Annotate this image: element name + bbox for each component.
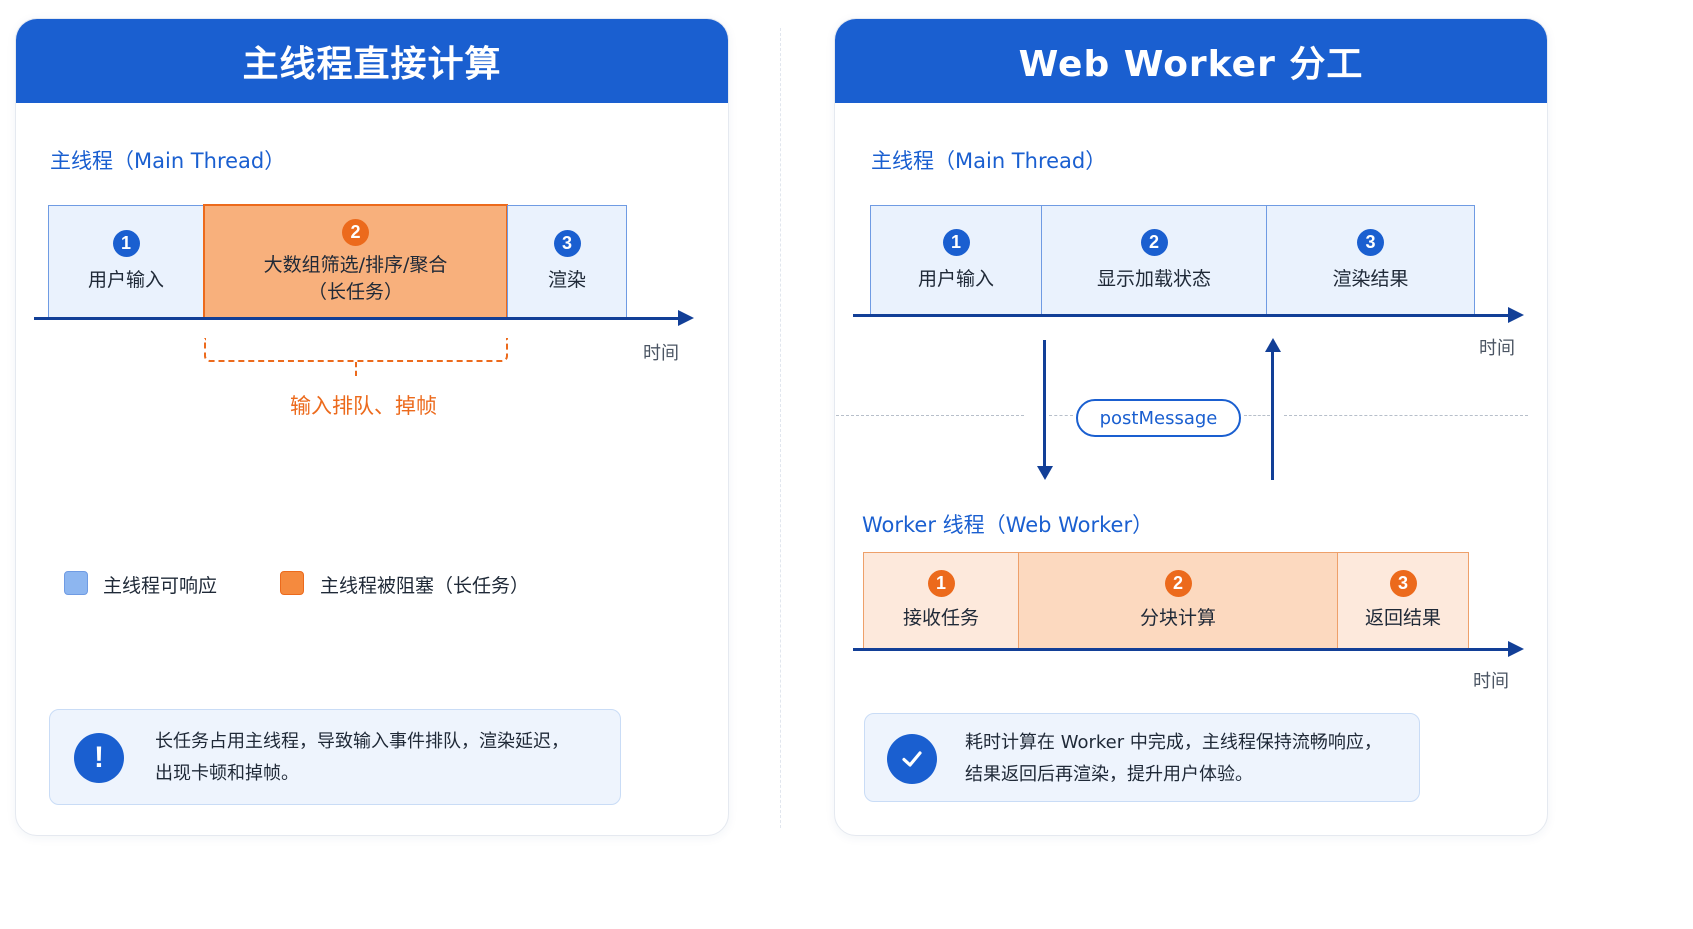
thread-separator: [1284, 415, 1528, 416]
note-line: 耗时计算在 Worker 中完成，主线程保持流畅响应，: [965, 732, 1382, 753]
main-thread-heading: 主线程（Main Thread）: [871, 149, 1107, 173]
note-line: 长任务占用主线程，导致输入事件排队，渲染延迟，: [155, 731, 569, 752]
step-number-badge: 3: [1357, 228, 1384, 256]
timeline-axis: [34, 317, 682, 320]
step-label: 接收任务: [902, 607, 979, 630]
step-number-badge: 3: [1389, 570, 1417, 598]
success-note: 耗时计算在 Worker 中完成，主线程保持流畅响应， 结果返回后再渲染，提升用…: [864, 713, 1420, 802]
worker-step-return: 3 返回结果: [1337, 552, 1469, 650]
post-message-label: postMessage: [1076, 399, 1241, 437]
thread-separator: [1049, 415, 1073, 416]
step-label: 显示加载状态: [1096, 267, 1211, 290]
alert-icon: !: [74, 733, 124, 783]
step-label: 渲染结果: [1332, 267, 1409, 290]
panel-title: 主线程直接计算: [16, 19, 728, 103]
worker-step-receive: 1 接收任务: [863, 552, 1019, 650]
step-label: 返回结果: [1364, 607, 1441, 630]
step-label: 大数组筛选/排序/聚合: [263, 253, 448, 276]
legend-label-responsive: 主线程可响应: [103, 575, 218, 597]
thread-separator: [836, 415, 1024, 416]
legend-swatch-responsive: [64, 571, 88, 595]
note-line: 出现卡顿和掉帧。: [155, 762, 299, 784]
note-text: 耗时计算在 Worker 中完成，主线程保持流畅响应， 结果返回后再渲染，提升用…: [965, 727, 1382, 790]
step-user-input: 1 用户输入: [48, 205, 204, 319]
check-icon: [887, 734, 937, 784]
legend-label-blocked: 主线程被阻塞（长任务）: [320, 575, 530, 597]
step-number-badge: 1: [112, 230, 140, 258]
step-number-badge: 1: [942, 228, 970, 256]
step-number-badge: 1: [927, 570, 955, 598]
worker-thread-heading: Worker 线程（Web Worker）: [862, 513, 1154, 537]
step-number-badge: 2: [1140, 228, 1168, 256]
step-label: 用户输入: [917, 267, 994, 290]
main-thread-compute-panel: 主线程直接计算: [15, 18, 729, 836]
return-arrow-line: [1271, 352, 1274, 480]
panel-title: Web Worker 分工: [835, 19, 1547, 103]
timeline-arrow-icon: [1508, 307, 1524, 323]
step-label-sub: （长任务）: [307, 280, 403, 303]
note-line: 结果返回后再渲染，提升用户体验。: [965, 763, 1253, 785]
timeline-arrow-icon: [1508, 641, 1524, 657]
step-number-badge: 3: [553, 230, 581, 258]
note-text: 长任务占用主线程，导致输入事件排队，渲染延迟， 出现卡顿和掉帧。: [155, 726, 569, 789]
panel-divider: [780, 28, 781, 828]
step-label: 分块计算: [1139, 607, 1216, 630]
time-label: 时间: [1479, 338, 1515, 359]
time-label: 时间: [643, 343, 679, 364]
legend-swatch-blocked: [280, 571, 304, 595]
queue-bracket: [204, 338, 508, 362]
arrow-down-icon: [1037, 466, 1053, 480]
warning-note: ! 长任务占用主线程，导致输入事件排队，渲染延迟， 出现卡顿和掉帧。: [49, 709, 621, 805]
step-label: 用户输入: [87, 269, 164, 292]
main-timeline-axis: [853, 314, 1510, 317]
step-show-loading: 2 显示加载状态: [1041, 205, 1267, 316]
arrow-up-icon: [1265, 338, 1281, 352]
dispatch-arrow-line: [1043, 340, 1046, 468]
queue-bracket-stem: [355, 362, 357, 376]
worker-step-compute: 2 分块计算: [1018, 552, 1338, 650]
step-user-input: 1 用户输入: [870, 205, 1042, 316]
worker-timeline-axis: [853, 648, 1510, 651]
step-label: 渲染: [547, 269, 586, 292]
main-thread-heading: 主线程（Main Thread）: [50, 149, 286, 173]
thread-separator: [1244, 415, 1270, 416]
queue-note: 输入排队、掉帧: [290, 394, 437, 418]
step-long-task: 2 大数组筛选/排序/聚合 （长任务）: [203, 204, 508, 320]
time-label: 时间: [1473, 671, 1509, 692]
step-render: 3 渲染: [507, 205, 627, 319]
step-number-badge: 2: [342, 218, 369, 246]
step-number-badge: 2: [1164, 570, 1192, 598]
timeline-arrow-icon: [678, 310, 694, 326]
step-render-result: 3 渲染结果: [1266, 205, 1475, 316]
